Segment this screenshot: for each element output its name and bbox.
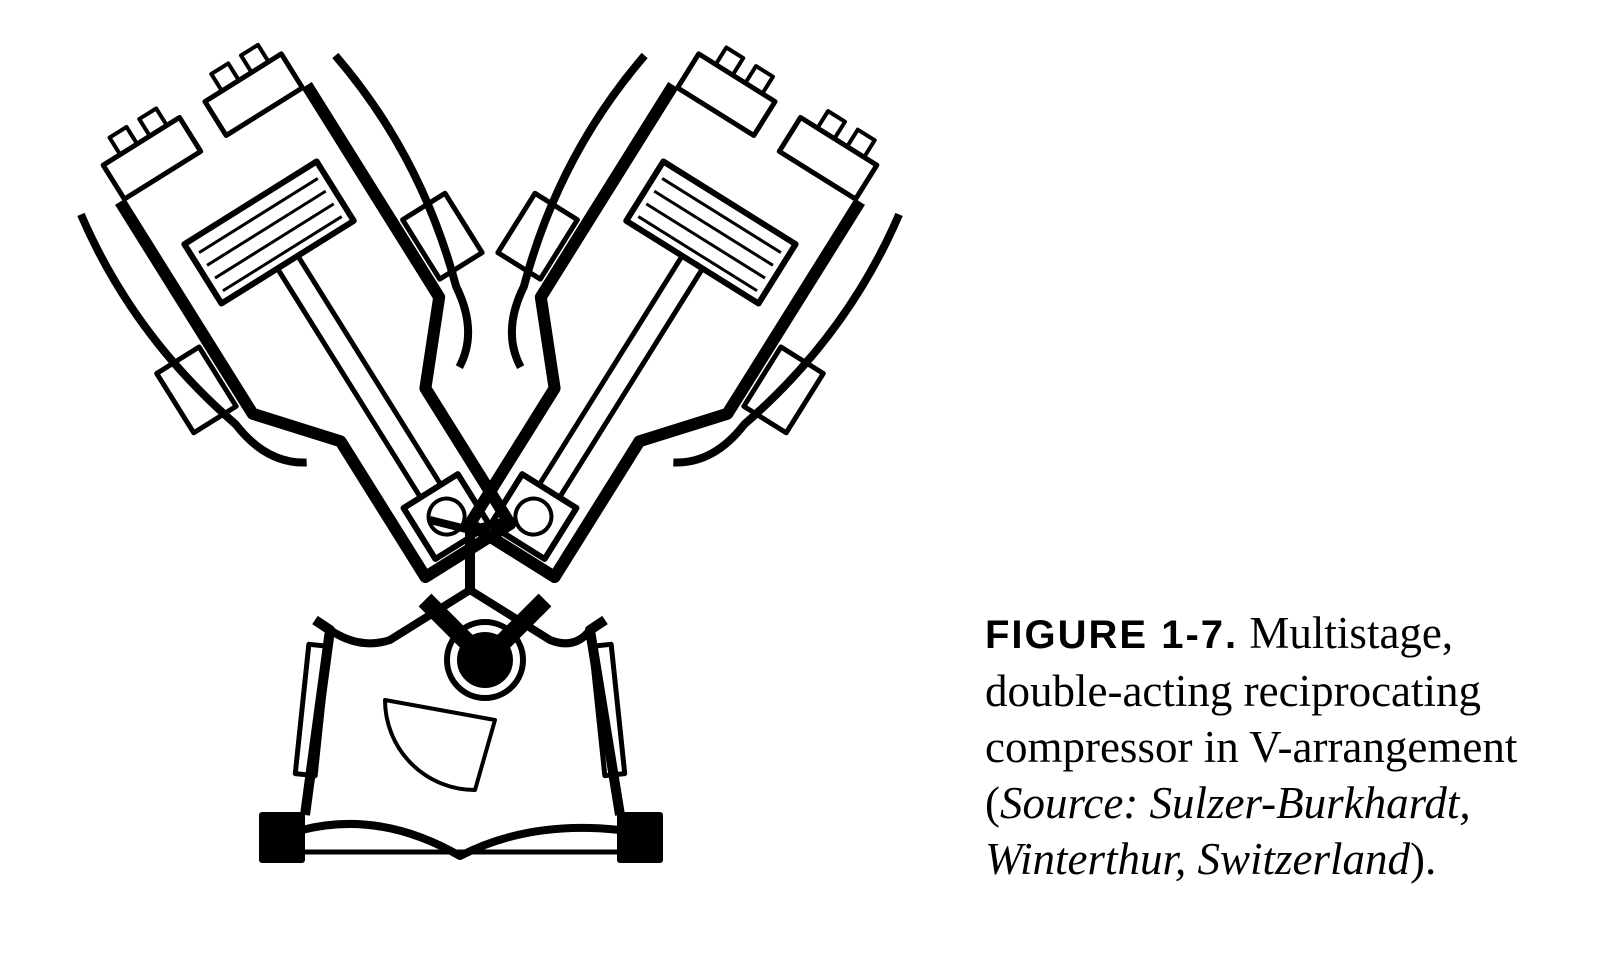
source-close-paren: ). bbox=[1410, 834, 1437, 884]
source-text-2: Winterthur, Switzerland bbox=[985, 834, 1411, 884]
caption-line-3: compressor in V-arrangement bbox=[985, 722, 1518, 772]
figure-caption: FIGURE 1-7. Multistage, double-acting re… bbox=[985, 605, 1585, 887]
right-cylinder bbox=[463, 45, 903, 583]
source-open-paren: ( bbox=[985, 778, 1000, 828]
center-web bbox=[429, 516, 511, 590]
compressor-cross-section-drawing bbox=[77, 42, 903, 863]
caption-line-1: Multistage, bbox=[1249, 608, 1454, 658]
left-connecting-rod bbox=[418, 593, 482, 657]
caption-line-2: double-acting reciprocating bbox=[985, 666, 1482, 716]
left-cylinder bbox=[77, 42, 517, 583]
source-text-1: Source: Sulzer-Burkhardt, bbox=[1000, 778, 1471, 828]
figure-label: FIGURE 1-7. bbox=[985, 613, 1239, 657]
right-connecting-rod bbox=[488, 593, 552, 657]
crankcase-base bbox=[259, 586, 663, 863]
